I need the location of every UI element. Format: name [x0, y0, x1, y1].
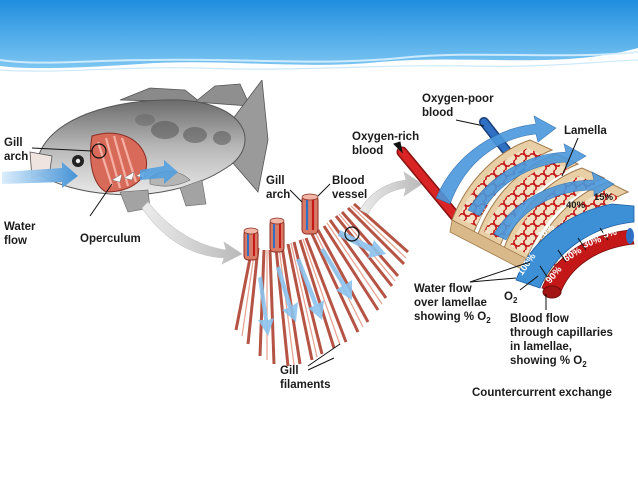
blood-flow-line1: Blood flow	[510, 313, 569, 325]
blood-flow-line4: showing % O2	[510, 355, 587, 369]
lamellae-illustration	[396, 115, 635, 299]
blood-vessel-line2: vessel	[332, 189, 367, 201]
zoom-arrow-2	[359, 171, 423, 215]
blood-flow-line3: in lamellae,	[510, 341, 572, 353]
lamella-label: Lamella	[564, 125, 607, 137]
blood-flow-line2: through capillaries	[510, 327, 613, 339]
gill-arch-label-line1: Gill	[4, 137, 23, 149]
gill-anatomy-figure: Gill arch Water flow Operculum	[2, 80, 635, 399]
blood-pct-5: 5%	[602, 227, 619, 241]
operculum-label: Operculum	[80, 233, 141, 245]
gill-filaments-line2: filaments	[280, 379, 331, 391]
gill-filaments-line1: Gill	[280, 365, 299, 377]
water-flow-lamellae-line3: showing % O2	[414, 311, 491, 325]
oxygen-poor-line1: Oxygen-poor	[422, 93, 494, 105]
water-flow-lamellae-line2: over lamellae	[414, 297, 487, 309]
countercurrent-caption: Countercurrent exchange	[472, 387, 612, 399]
water-pct-15: 15%	[594, 192, 614, 203]
zoom-arrow-1	[141, 201, 243, 265]
blood-vessel-line1: Blood	[332, 175, 365, 187]
oxygen-poor-line2: blood	[422, 107, 453, 119]
header-band	[0, 0, 638, 72]
water-flow-lamellae-line1: Water flow	[414, 283, 472, 295]
water-flow-label-line1: Water	[4, 221, 36, 233]
gill-filaments-illustration	[234, 193, 409, 367]
gill-arch-label-line2: arch	[4, 151, 28, 163]
water-flow-label-line2: flow	[4, 235, 27, 247]
oxygen-rich-line2: blood	[352, 145, 383, 157]
subscript-2: 2	[486, 316, 491, 325]
oxygen-rich-line1: Oxygen-rich	[352, 131, 419, 143]
gill-arch-mid-line2: arch	[266, 189, 290, 201]
fish-illustration	[2, 80, 269, 213]
gill-arch-mid-line1: Gill	[266, 175, 285, 187]
water-pct-40: 40%	[566, 200, 586, 211]
o2-label: O2	[504, 291, 518, 305]
